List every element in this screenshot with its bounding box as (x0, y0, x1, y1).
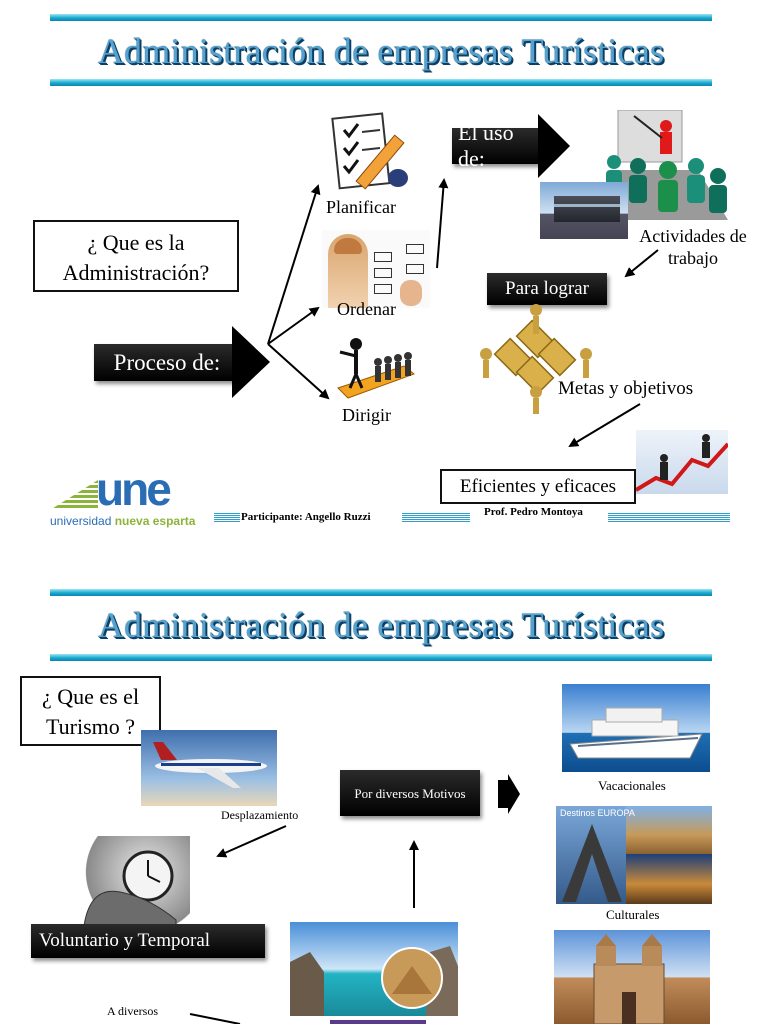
partial-box-bottom (330, 1020, 426, 1024)
